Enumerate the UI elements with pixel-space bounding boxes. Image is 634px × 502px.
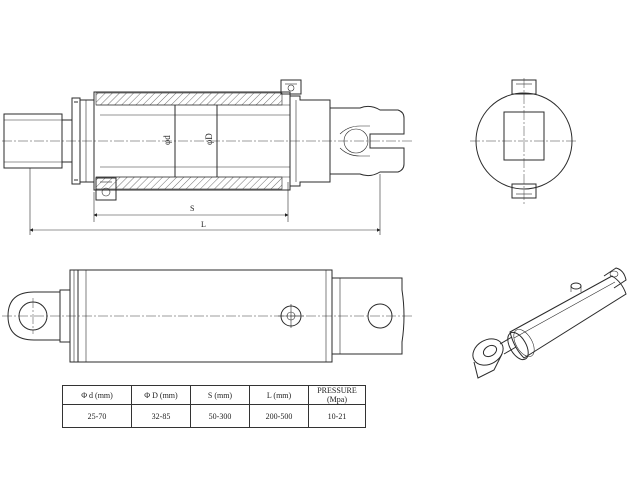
value-bore-diameter: 32-85 [131,404,191,428]
bore-diameter-label: φD [204,133,214,145]
exterior-view [2,269,412,363]
spec-table-header-row: Φ d (mm) Φ D (mm) S (mm) L (mm) PRESSURE… [62,385,366,405]
header-length: L (mm) [249,385,309,405]
rod-diameter-label: φd [162,135,172,145]
value-length: 200-500 [249,404,309,428]
header-pressure: PRESSURE (Mpa) [308,385,366,405]
header-rod-diameter: Φ d (mm) [62,385,132,405]
header-stroke: S (mm) [190,385,250,405]
value-rod-diameter: 25-70 [62,404,132,428]
value-stroke: 50-300 [190,404,250,428]
header-bore-diameter: Φ D (mm) [131,385,191,405]
length-label: L [201,220,206,229]
spec-table: Φ d (mm) Φ D (mm) S (mm) L (mm) PRESSURE… [62,385,366,428]
section-view: φd φD S L [2,79,412,235]
spec-table-value-row: 25-70 32-85 50-300 200-500 10-21 [62,404,366,428]
isometric-view [472,267,627,379]
stroke-label: S [190,204,194,213]
end-view [470,78,578,204]
value-pressure: 10-21 [308,404,366,428]
